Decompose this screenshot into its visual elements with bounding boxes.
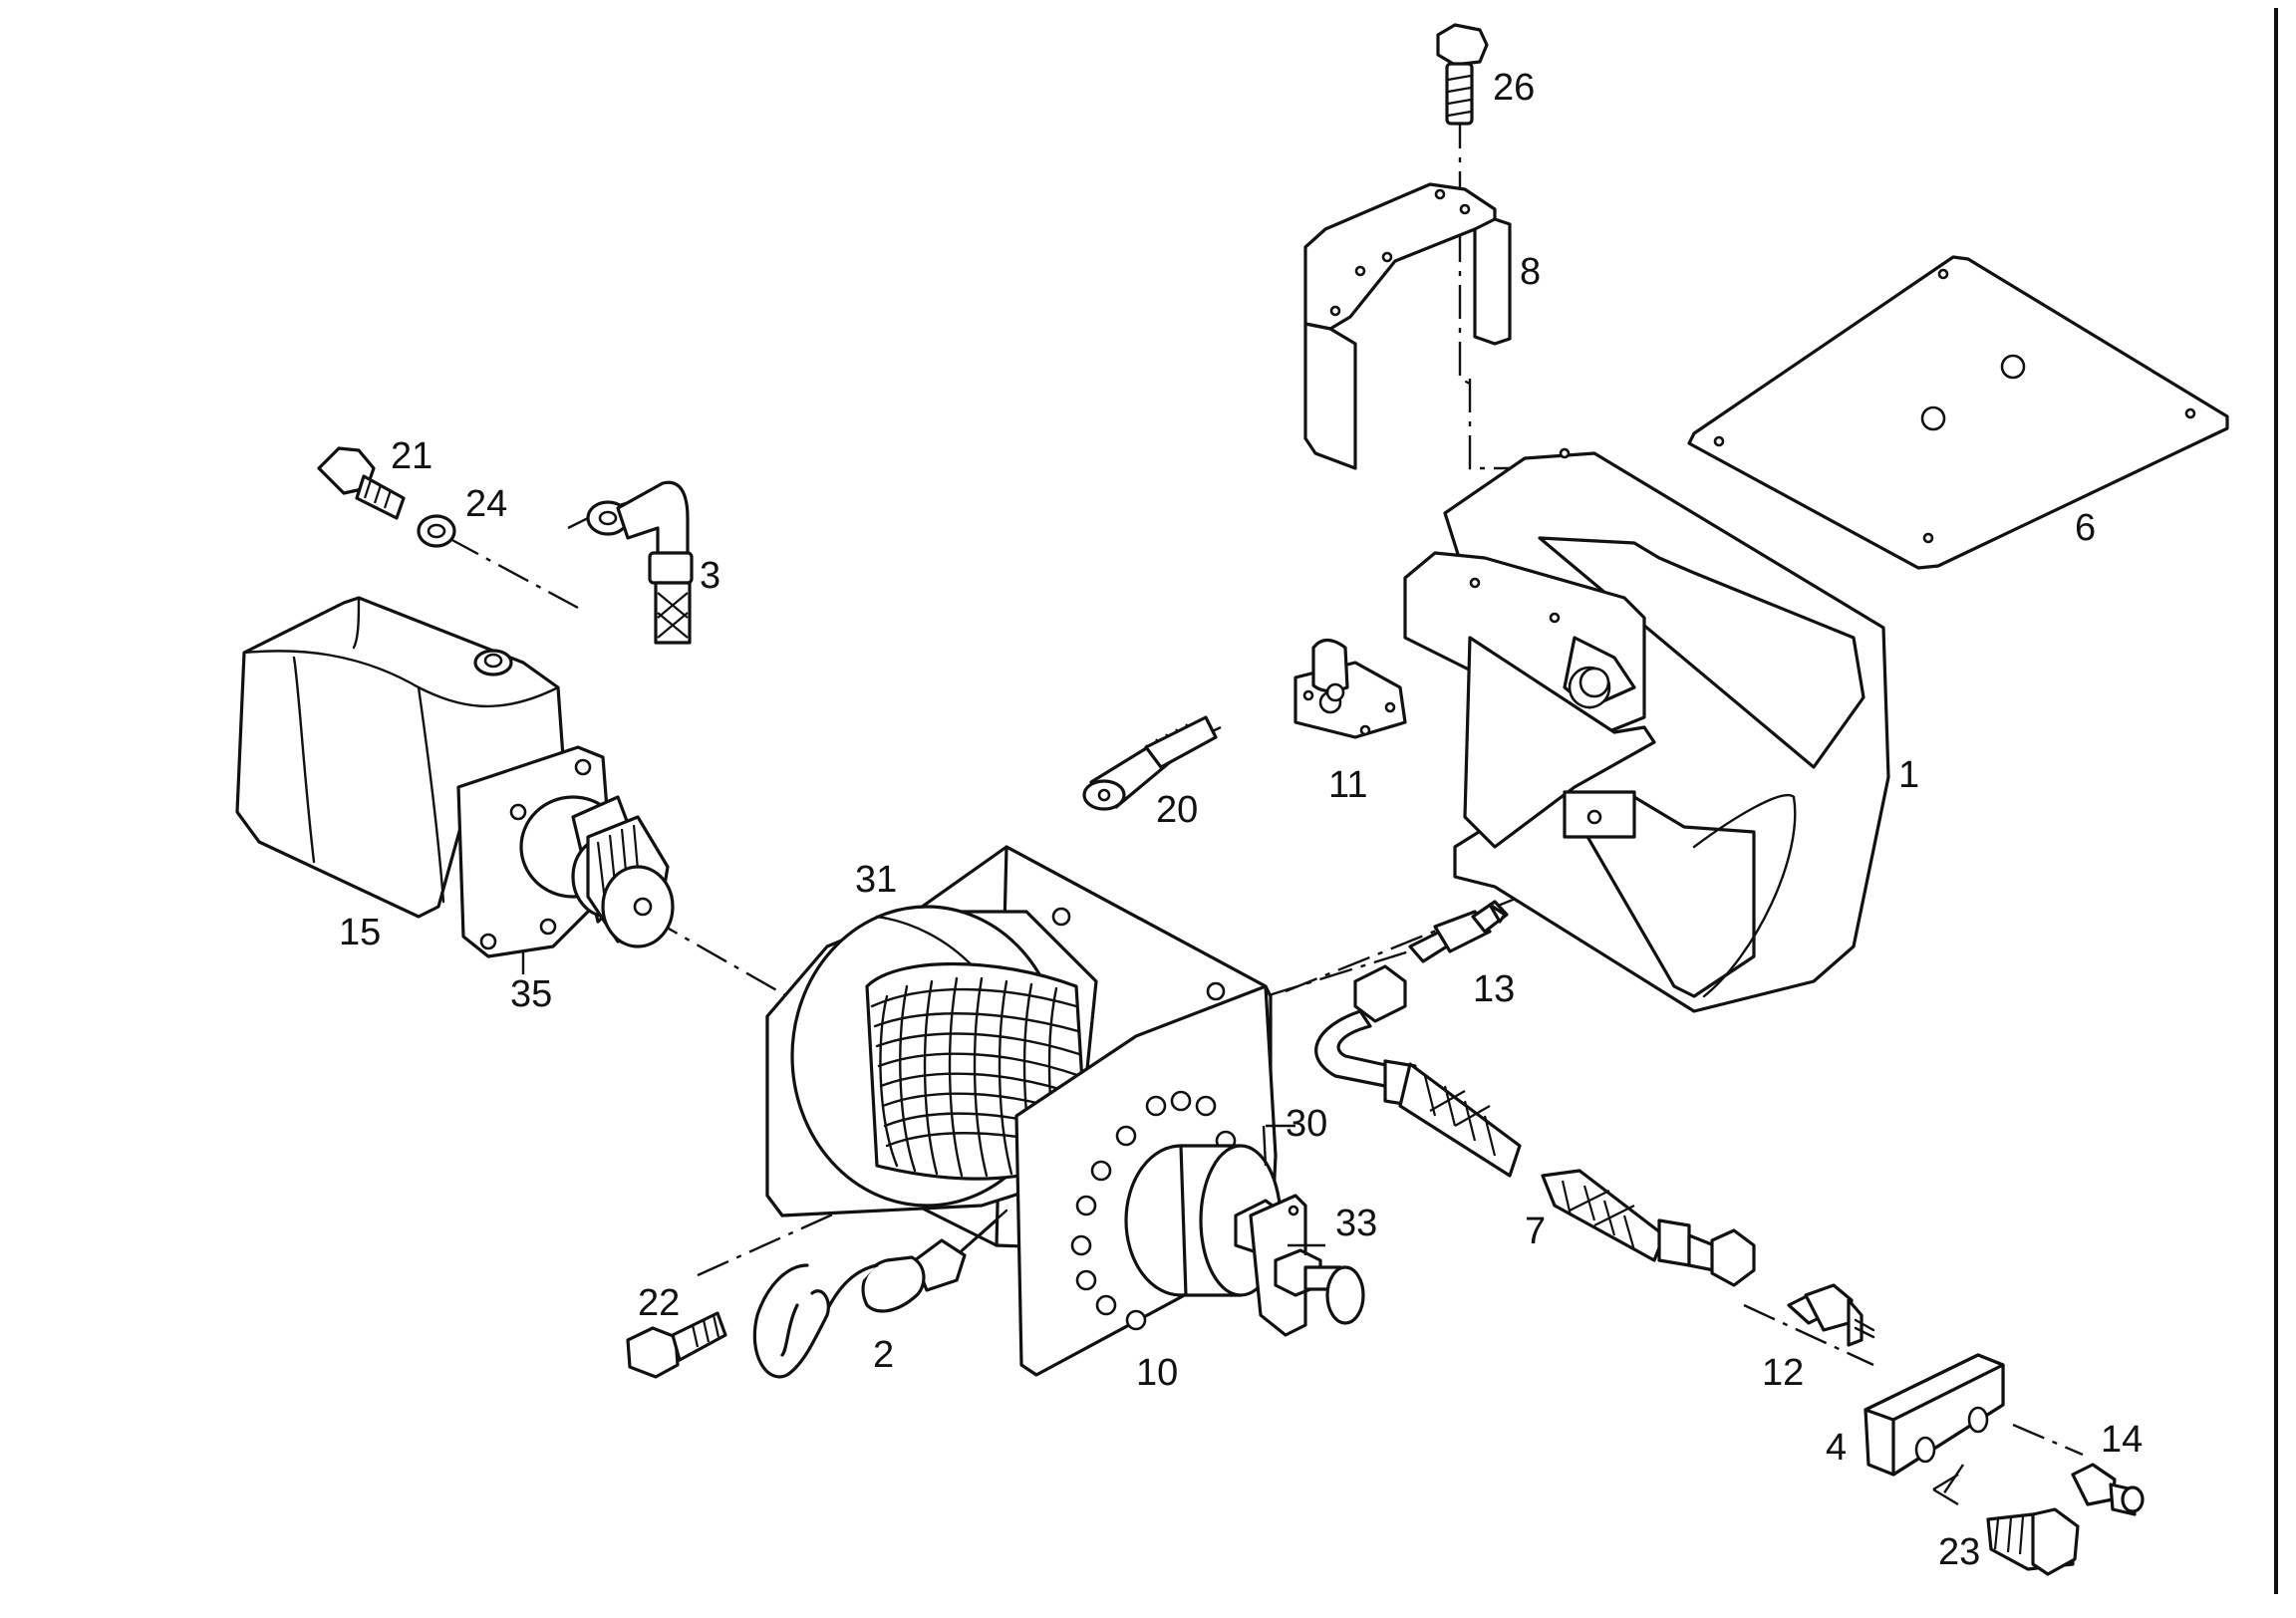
callout-23: 23 <box>1938 1531 1980 1573</box>
leader-lines <box>521 951 1959 1506</box>
callout-15: 15 <box>339 912 381 953</box>
callout-2: 2 <box>873 1334 894 1376</box>
part-3-elbow-fitting <box>586 480 694 645</box>
part-2-cable-hook <box>752 1209 1008 1379</box>
callout-14: 14 <box>2101 1419 2143 1461</box>
callout-21: 21 <box>391 435 432 477</box>
part-33-lock-pin <box>1249 1194 1365 1337</box>
callout-20: 20 <box>1156 789 1198 831</box>
callout-35: 35 <box>510 973 552 1015</box>
part-23-bolt <box>1986 1507 2080 1576</box>
callout-11: 11 <box>1328 764 1367 806</box>
part-14-grease-fitting <box>2071 1463 2145 1516</box>
part-21-bolt <box>317 446 406 520</box>
callout-12: 12 <box>1762 1352 1804 1394</box>
callout-10: 10 <box>1136 1352 1178 1394</box>
part-8-bracket <box>1303 182 1512 470</box>
callout-8: 8 <box>1520 251 1541 293</box>
part-4-block <box>1864 1353 2005 1477</box>
part-12-fitting <box>1787 1283 1875 1347</box>
part-6-mounting-plate <box>1687 255 2229 570</box>
part-22-bolt <box>626 1311 727 1379</box>
callout-30: 30 <box>1286 1103 1327 1145</box>
part-26-bolt <box>1436 23 1489 126</box>
part-24-washer <box>417 514 456 548</box>
callout-1: 1 <box>1898 754 1919 796</box>
callout-4: 4 <box>1826 1427 1847 1469</box>
part-35-flange-coupling <box>456 745 675 958</box>
part-7-hydraulic-hose <box>1314 964 1756 1287</box>
part-10-end-plate <box>1014 984 1288 1377</box>
callout-3: 3 <box>700 555 720 597</box>
callout-31: 31 <box>855 859 897 901</box>
callout-labels: 1 2 3 4 6 7 8 10 11 12 13 14 15 20 21 22… <box>339 67 2143 1573</box>
callout-22: 22 <box>638 1282 680 1324</box>
part-15-motor <box>235 596 565 919</box>
part-11-mounting-ring <box>1293 638 1407 739</box>
callout-24: 24 <box>465 483 507 525</box>
part-20-stud <box>1082 715 1218 811</box>
callout-7: 7 <box>1525 1211 1546 1252</box>
callout-13: 13 <box>1473 968 1515 1010</box>
callout-6: 6 <box>2075 507 2096 549</box>
part-13-fitting <box>1408 900 1509 963</box>
part-1-main-frame <box>1403 447 1890 1013</box>
callout-26: 26 <box>1493 67 1535 109</box>
callout-33: 33 <box>1335 1203 1377 1244</box>
